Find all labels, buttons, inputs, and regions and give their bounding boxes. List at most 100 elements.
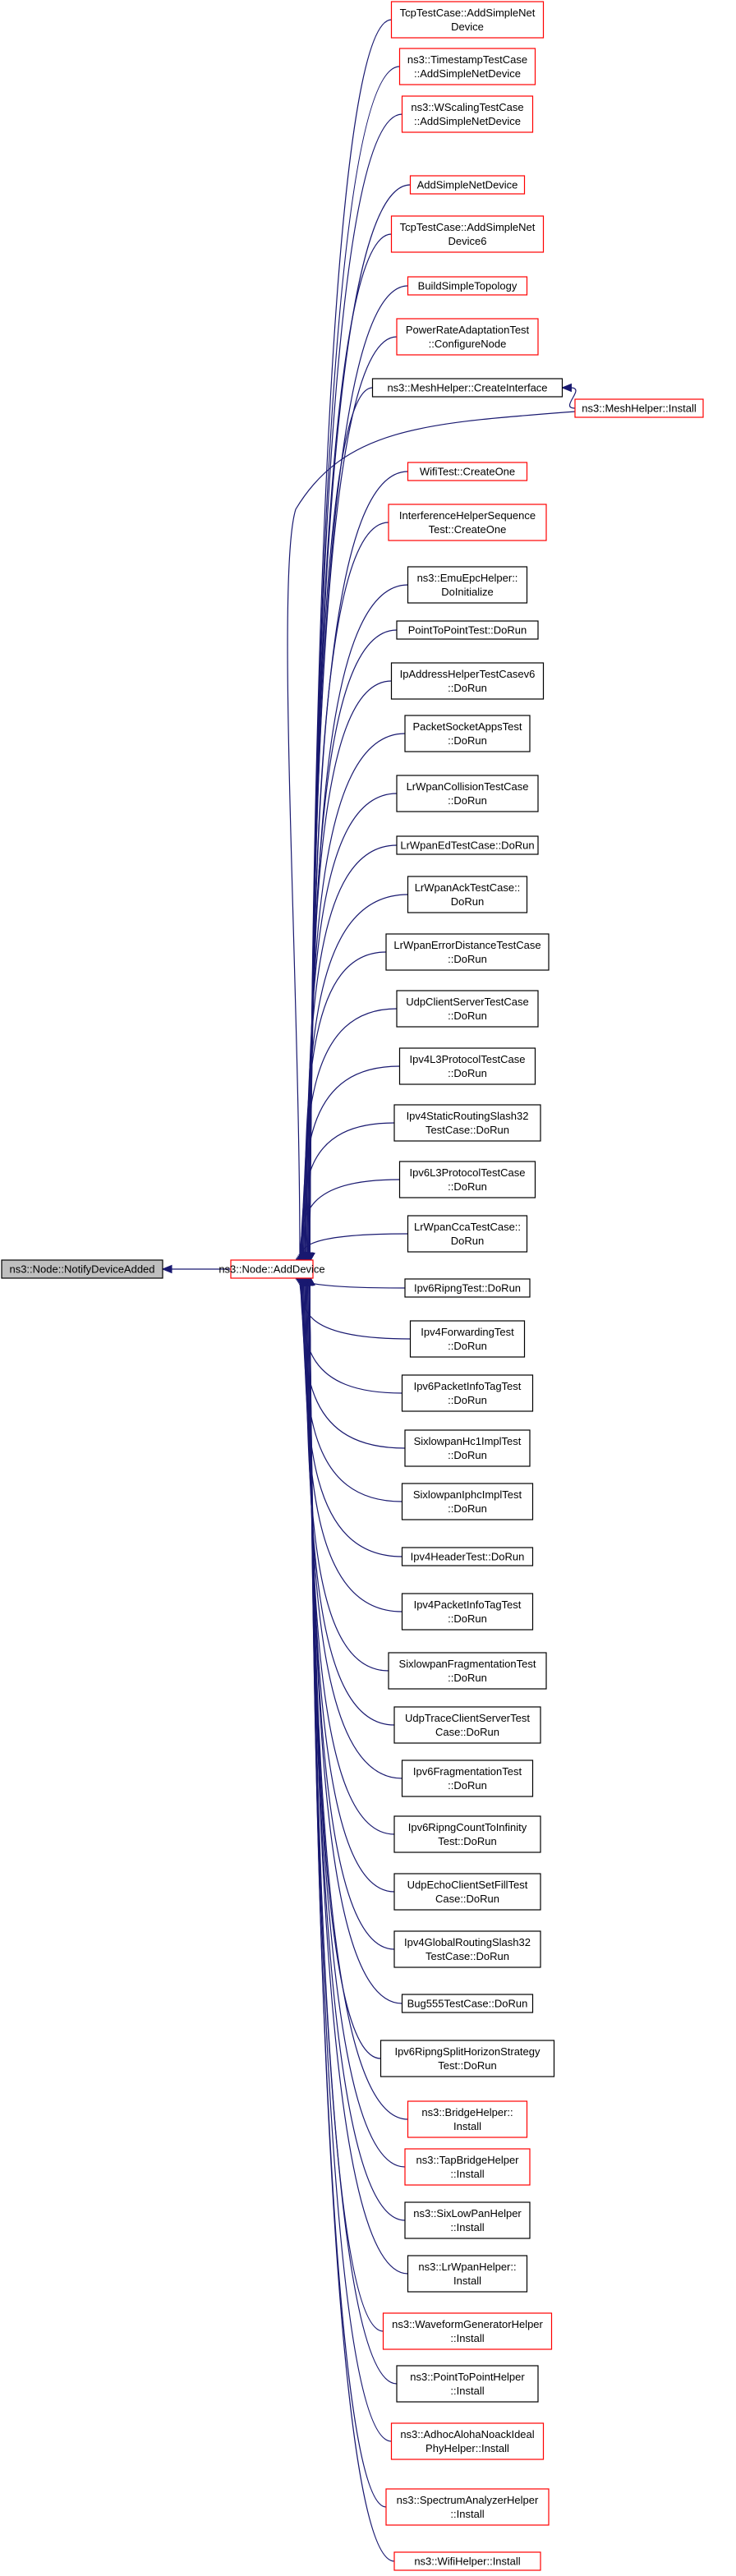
node-add-device-label-line: ns3::Node::AddDevice (218, 1263, 324, 1276)
caller-node[interactable]: LrWpanErrorDistanceTestCase::DoRun (385, 933, 550, 971)
caller-node[interactable]: ns3::MeshHelper::CreateInterface (371, 378, 564, 398)
edge-caller-to-add-device (308, 629, 398, 1256)
edge-caller-to-add-device (299, 1179, 400, 1261)
caller-node-label-line: ::DoRun (448, 1067, 487, 1079)
caller-node[interactable]: ns3::WaveformGeneratorHelper::Install (382, 2312, 553, 2350)
edge-caller-to-add-device (309, 471, 408, 1256)
caller-node-label-line: ::DoRun (448, 1394, 487, 1406)
edge-caller-to-add-device (306, 733, 406, 1256)
caller-node[interactable]: Ipv6L3ProtocolTestCase::DoRun (398, 1161, 536, 1198)
edge-caller-to-add-device (309, 113, 402, 1256)
edge-caller-to-add-device (301, 1008, 398, 1257)
caller-node[interactable]: AddSimpleNetDevice (409, 175, 526, 195)
caller-node[interactable]: LrWpanCcaTestCase::DoRun (407, 1215, 528, 1253)
caller-node[interactable]: ns3::SixLowPanHelper::Install (404, 2201, 531, 2239)
caller-node-box (409, 1320, 526, 1358)
edge-caller-to-add-device (309, 1282, 381, 2059)
caller-node[interactable]: BuildSimpleTopology (407, 276, 528, 296)
caller-node-label-line: TcpTestCase::AddSimpleNet (400, 7, 536, 19)
caller-node-label-line: Case::DoRun (435, 1893, 499, 1905)
caller-node[interactable]: Ipv4ForwardingTest::DoRun (409, 1320, 526, 1358)
caller-node-label-line: Ipv4PacketInfoTagTest (414, 1598, 522, 1611)
edge-caller-to-add-device (306, 1282, 402, 1779)
caller-node-label-line: ns3::TimestampTestCase (407, 53, 527, 66)
caller-node-label-line: Ipv6RipngCountToInfinity (408, 1821, 527, 1833)
caller-node[interactable]: TcpTestCase::AddSimpleNetDevice (390, 1, 545, 39)
caller-node[interactable]: LrWpanAckTestCase::DoRun (407, 876, 528, 913)
edge-caller-to-add-device (307, 680, 392, 1256)
caller-node[interactable]: LrWpanCollisionTestCase::DoRun (396, 775, 539, 812)
caller-node[interactable]: ns3::WifiHelper::Install (393, 2551, 541, 2571)
edge-caller-to-add-device (301, 1280, 406, 1449)
caller-node-label-line: ::Install (450, 2221, 484, 2233)
caller-node-label-line: ns3::WScalingTestCase (411, 101, 523, 113)
call-graph-nodes: ns3::Node::NotifyDeviceAdded ns3::Node::A… (1, 1, 704, 2571)
caller-node[interactable]: LrWpanEdTestCase::DoRun (396, 835, 539, 855)
caller-node-box (401, 1547, 534, 1566)
caller-node[interactable]: ns3::LrWpanHelper::Install (407, 2255, 528, 2293)
caller-node[interactable]: InterferenceHelperSequenceTest::CreateOn… (388, 504, 547, 541)
caller-node-label-line: ::DoRun (448, 1672, 487, 1684)
caller-node-label-line: ns3::EmuEpcHelper:: (417, 572, 518, 584)
caller-node-label-line: ns3::SixLowPanHelper (413, 2207, 522, 2220)
call-edges (161, 19, 577, 2562)
caller-node[interactable]: Bug555TestCase::DoRun (401, 1994, 534, 2013)
node-notify-device-added[interactable]: ns3::Node::NotifyDeviceAdded (1, 1259, 163, 1279)
caller-node[interactable]: SixlowpanHc1ImplTest::DoRun (404, 1429, 531, 1467)
caller-node[interactable]: WifiTest::CreateOne (407, 462, 528, 481)
edge-caller-to-add-device-arrowhead (306, 1275, 315, 1287)
caller-node-label-line: ns3::BridgeHelper:: (421, 2106, 513, 2118)
edge-caller-to-add-device (298, 1277, 411, 1340)
caller-node-label-line: Ipv6PacketInfoTagTest (414, 1380, 522, 1392)
caller-node[interactable]: Ipv4PacketInfoTagTest::DoRun (401, 1593, 534, 1631)
node-add-device[interactable]: ns3::Node::AddDevice (218, 1259, 325, 1279)
caller-node[interactable]: Ipv6RipngTest::DoRun (404, 1278, 531, 1298)
caller-node[interactable]: ns3::PointToPointHelper::Install (396, 2365, 539, 2403)
caller-node-box (396, 2365, 539, 2403)
caller-node[interactable]: ns3::AdhocAlohaNoackIdealPhyHelper::Inst… (390, 2422, 545, 2460)
edge-mesh-install-to-add-device (287, 411, 576, 1256)
caller-node-box (401, 1994, 534, 2013)
caller-node[interactable]: PacketSocketAppsTest::DoRun (404, 715, 531, 752)
caller-node[interactable]: Ipv4HeaderTest::DoRun (401, 1547, 534, 1566)
caller-node[interactable]: SixlowpanIphcImplTest::DoRun (401, 1483, 534, 1520)
caller-node[interactable]: ns3::EmuEpcHelper::DoInitialize (407, 566, 528, 604)
caller-node[interactable]: UdpClientServerTestCase::DoRun (396, 990, 539, 1028)
caller-node-label-line: Bug555TestCase::DoRun (407, 1998, 528, 2010)
caller-node[interactable]: PointToPointTest::DoRun (396, 620, 539, 640)
caller-node-label-line: IpAddressHelperTestCasev6 (400, 668, 536, 680)
caller-node-box (390, 2422, 545, 2460)
caller-node-label-line: Test::CreateOne (429, 523, 507, 536)
caller-node[interactable]: Ipv4L3ProtocolTestCase::DoRun (398, 1047, 536, 1085)
caller-node-label-line: Test::DoRun (438, 2059, 497, 2072)
caller-node[interactable]: Ipv6FragmentationTest::DoRun (401, 1760, 534, 1797)
edge-caller-to-add-device (309, 584, 408, 1256)
caller-node[interactable]: ns3::WScalingTestCase::AddSimpleNetDevic… (401, 95, 534, 133)
caller-node-box (388, 1652, 547, 1690)
node-mesh-helper-install-box (574, 398, 704, 418)
caller-node-label-line: Device6 (448, 235, 487, 247)
caller-node[interactable]: ns3::TapBridgeHelper::Install (404, 2148, 531, 2186)
caller-node-box (407, 2100, 528, 2138)
caller-node[interactable]: SixlowpanFragmentationTest::DoRun (388, 1652, 547, 1690)
caller-node-label-line: ::AddSimpleNetDevice (414, 67, 521, 80)
caller-node-box (390, 662, 545, 700)
caller-node-label-line: ::DoRun (448, 1010, 487, 1022)
caller-node[interactable]: ns3::BridgeHelper::Install (407, 2100, 528, 2138)
caller-node-label-line: ns3::AdhocAlohaNoackIdeal (400, 2428, 534, 2440)
caller-node[interactable]: Ipv6PacketInfoTagTest::DoRun (401, 1374, 534, 1412)
edge-caller-to-add-device (303, 1282, 402, 1612)
node-mesh-helper-install[interactable]: ns3::MeshHelper::Install (574, 398, 704, 418)
caller-node[interactable]: ns3::TimestampTestCase::AddSimpleNetDevi… (398, 48, 536, 85)
caller-node[interactable]: IpAddressHelperTestCasev6::DoRun (390, 662, 545, 700)
caller-node[interactable]: ns3::SpectrumAnalyzerHelper::Install (385, 2488, 550, 2526)
caller-node[interactable]: PowerRateAdaptationTest::ConfigureNode (396, 318, 539, 356)
edge-caller-to-add-device (301, 1065, 400, 1258)
